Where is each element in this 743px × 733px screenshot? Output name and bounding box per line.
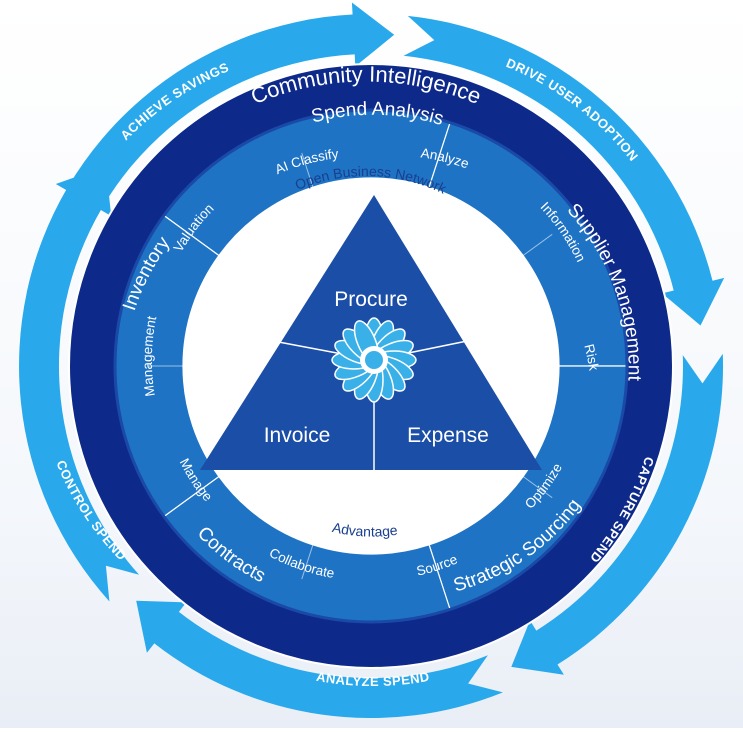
arrow-capture-spend: [511, 353, 724, 675]
segment-subdivider-strategic-sourcing: [522, 476, 553, 499]
triangle-label-procure: Procure: [334, 288, 408, 311]
navy-ring-edge: [68, 63, 674, 669]
capability-segments-ring: [113, 108, 629, 624]
arrow-drive-user-adoption: [403, 15, 725, 326]
triangle-label-invoice: Invoice: [264, 424, 331, 447]
advantage-label: Advantage: [331, 519, 399, 540]
sub-label-risk: Risk: [581, 342, 601, 371]
segment-subdivider-contracts: [301, 544, 314, 580]
arrow-label-analyze-spend: ANALYZE SPEND: [315, 669, 431, 689]
arrow-control-spend: [19, 166, 140, 602]
segment-ring-edge: [113, 108, 629, 624]
sub-label-management: Management: [140, 315, 160, 398]
triangle-label-expense: Expense: [407, 424, 489, 447]
segment-subdivider-spend-analysis: [301, 152, 314, 188]
arrow-analyze-spend: [136, 600, 503, 719]
flower-center: [365, 351, 383, 369]
segment-subdivider-supplier-management: [522, 233, 553, 256]
outer-arrows-ring: [19, 2, 725, 719]
flower-logo-icon: [331, 317, 417, 403]
